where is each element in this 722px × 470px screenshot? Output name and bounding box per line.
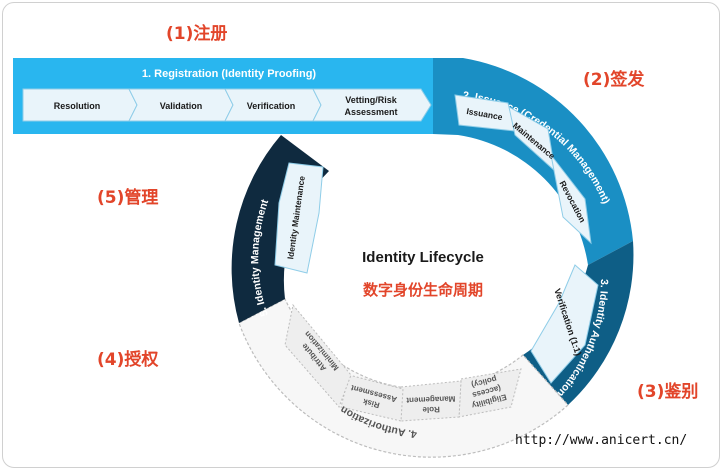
center-subtitle: 数字身份生命周期 [362, 281, 483, 299]
registration-title: 1. Registration (Identity Proofing) [142, 68, 317, 80]
authorization-segment [238, 298, 569, 458]
center-title: Identity Lifecycle [362, 249, 484, 266]
watermark-url: http://www.anicert.cn/ [515, 433, 688, 448]
authorization-step-label: Risk [361, 397, 380, 410]
lifecycle-diagram: 1. Registration (Identity Proofing) Reso… [13, 58, 634, 458]
issuance-step-revocation [550, 154, 592, 245]
registration-step-label: Verification [247, 101, 296, 111]
registration-annotation: (1)注册 [166, 24, 228, 44]
registration-step-vetting [312, 88, 432, 122]
management-step-maintenance [274, 162, 324, 274]
authorization-step-attribute [284, 303, 352, 408]
authorization-step-risk [340, 374, 404, 422]
authentication-step-verification [530, 264, 599, 384]
registration-step-label: Resolution [54, 101, 101, 111]
registration-step-label: Assessment [344, 107, 397, 117]
issuance-annotation: (2)签发 [583, 70, 645, 90]
authorization-step-label: Management [406, 394, 456, 405]
authorization-annotation: (4)授权 [97, 350, 159, 370]
management-annotation: (5)管理 [97, 188, 159, 208]
authentication-annotation: (3)鉴别 [637, 382, 699, 402]
registration-step-label: Validation [160, 101, 203, 111]
authorization-step-label: Role [422, 405, 440, 415]
registration-step-label: Vetting/Risk [345, 95, 398, 105]
